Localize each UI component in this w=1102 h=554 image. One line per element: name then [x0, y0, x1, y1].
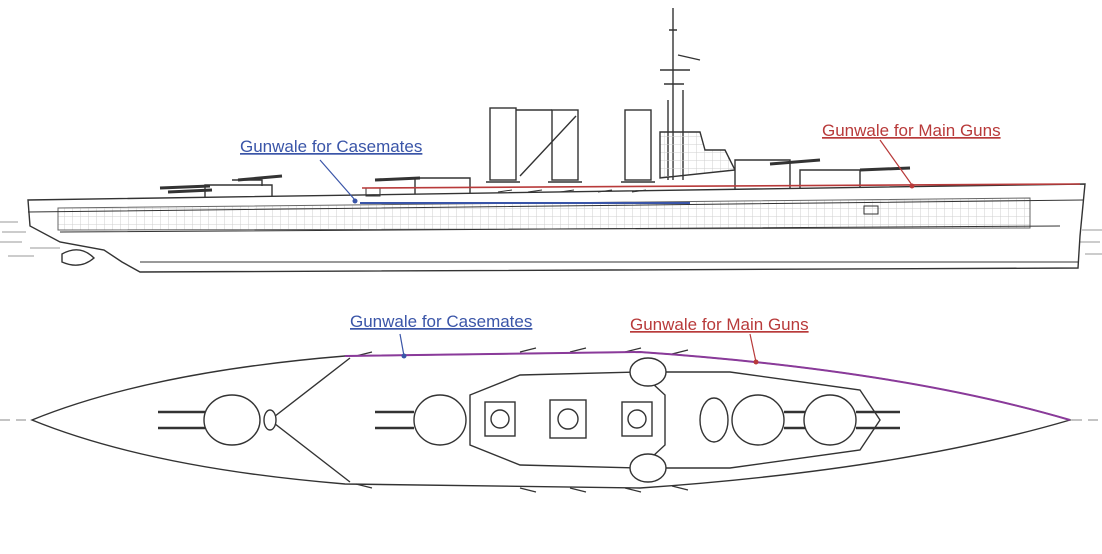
plan-gun-barrels	[158, 410, 900, 430]
profile-main-gun-leader-dot	[909, 183, 915, 189]
plan-main-gun-label: Gunwale for Main Guns	[630, 315, 809, 334]
plan-turret-y	[803, 394, 857, 446]
water-line	[0, 221, 1102, 257]
plan-bridge-wing-top	[629, 357, 667, 387]
bulbous-bow	[61, 249, 96, 266]
plan-turret-x	[731, 394, 785, 446]
profile-main-gun-label: Gunwale for Main Guns	[822, 121, 1001, 140]
plan-turret-b	[413, 394, 467, 446]
plan-casemate-leader	[399, 333, 405, 357]
funnel-strut	[516, 109, 577, 177]
hull-deck-lines	[27, 199, 1084, 263]
profile-casemate-label: Gunwale for Casemates	[240, 137, 422, 156]
profile-main-gun-gunwale-line	[361, 183, 1081, 189]
plan-small-mount	[263, 409, 277, 431]
plan-casemate-label: Gunwale for Casemates	[350, 312, 532, 331]
plan-main-gun-leader	[749, 333, 757, 363]
funnel-3	[624, 109, 652, 181]
hull-hatching	[57, 197, 1031, 231]
plan-bridge	[699, 397, 729, 443]
casemate-ports	[365, 187, 879, 215]
plan-turret-a	[203, 394, 261, 446]
plan-funnel-2	[549, 399, 587, 439]
profile-gun-barrels	[159, 158, 911, 194]
plan-aft-deck	[650, 371, 881, 469]
profile-casemate-leader-dot	[352, 198, 358, 204]
plan-casemate-leader-dot	[401, 353, 407, 359]
profile-casemate-leader	[319, 159, 356, 201]
plan-bridge-wing-bottom	[629, 453, 667, 483]
plan-funnel-3	[621, 401, 653, 437]
bridge-tower	[659, 131, 737, 179]
plan-main-gun-leader-dot	[753, 359, 759, 365]
plan-casemate-guns	[355, 347, 689, 493]
plan-view	[0, 347, 1102, 493]
funnel-2	[551, 109, 579, 181]
profile-main-gun-leader	[879, 139, 913, 186]
plan-gunwale-line	[344, 350, 1071, 421]
side-profile-view	[0, 8, 1102, 273]
plan-funnel-1	[484, 401, 516, 437]
funnel-1	[489, 107, 517, 181]
